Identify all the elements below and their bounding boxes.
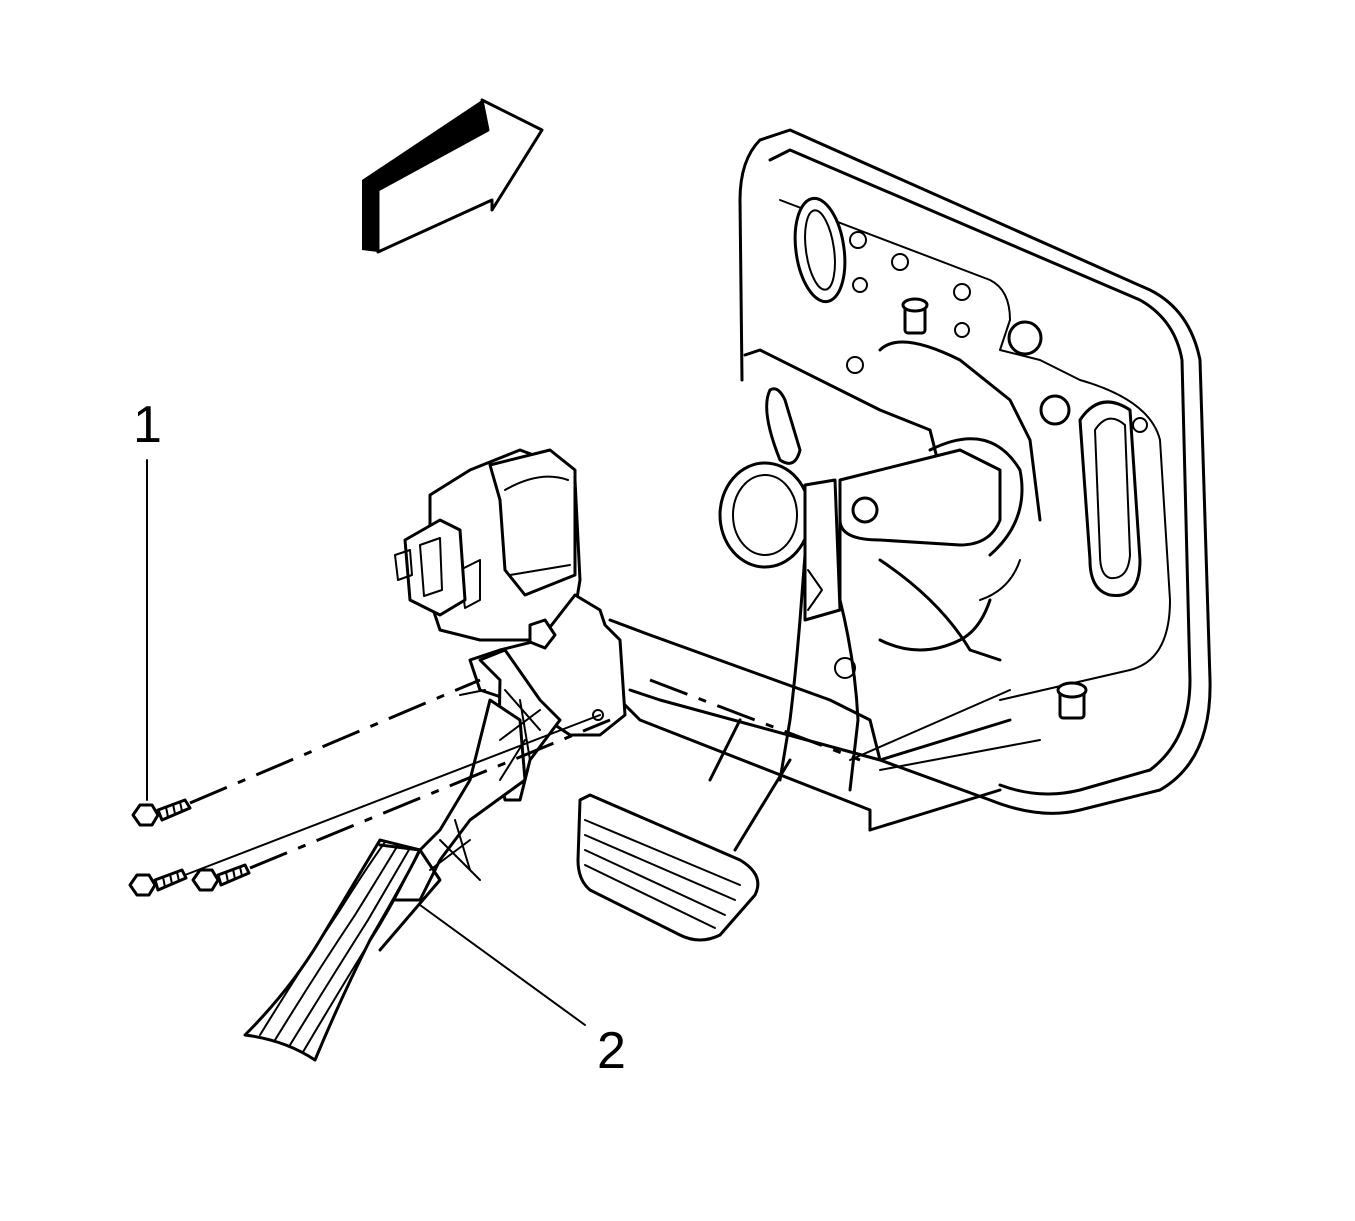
callout-2-label: 2 [597, 1022, 626, 1080]
pedal-bolts [128, 798, 251, 897]
forward-arrow-icon [362, 98, 544, 254]
callout-2-leader [419, 904, 586, 1026]
bolt-lower-left [128, 868, 188, 897]
brake-booster-boss [718, 461, 812, 569]
pedal-bracket-assembly [608, 128, 1212, 832]
bracket-stud [901, 297, 1088, 720]
accelerator-pedal-assembly [243, 448, 627, 1062]
sensor-connector [394, 518, 467, 617]
bolt-alignment-lines [184, 678, 611, 876]
brake-pedal-pad [576, 718, 792, 942]
bolt-upper [131, 798, 192, 827]
callout-1-label: 1 [133, 396, 162, 454]
